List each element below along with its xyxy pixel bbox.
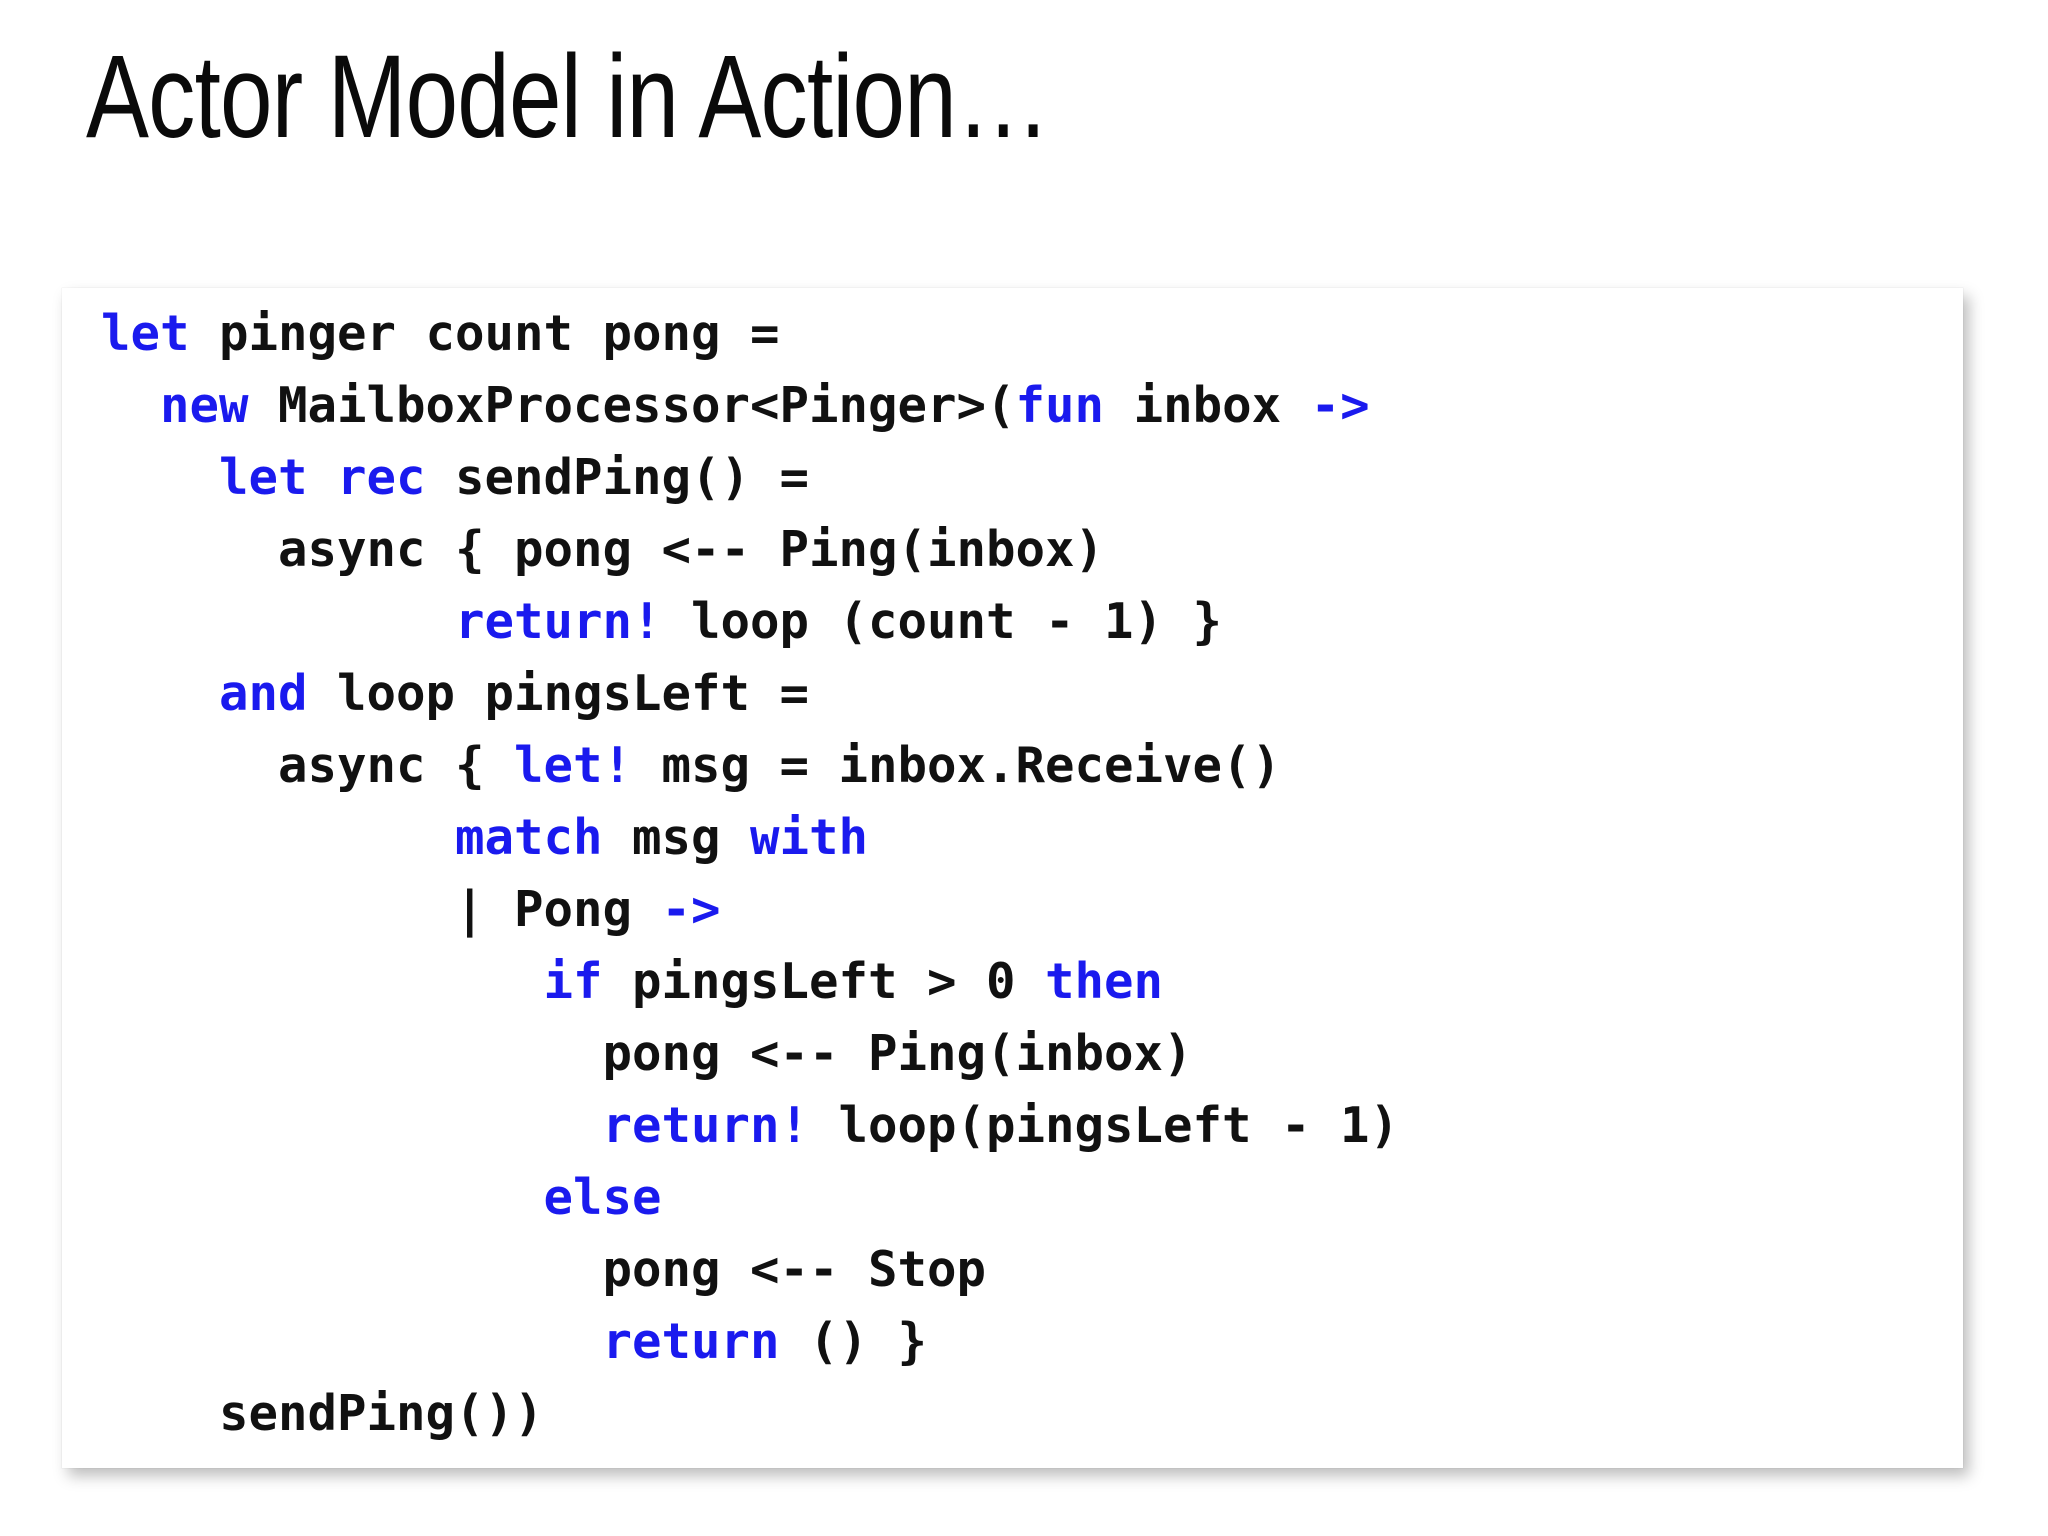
code-text: msg = inbox.Receive() <box>632 737 1282 794</box>
code-text: pong <-- Stop <box>101 1241 987 1298</box>
code-keyword: -> <box>661 881 721 938</box>
code-text: () } <box>779 1313 928 1370</box>
code-text <box>101 593 455 650</box>
code-keyword: let <box>101 305 190 362</box>
code-text <box>101 665 219 722</box>
code-line: if pingsLeft > 0 then <box>101 946 1963 1018</box>
code-text <box>101 449 219 506</box>
code-line: new MailboxProcessor<Pinger>(fun inbox -… <box>101 370 1963 442</box>
code-text: async { pong <-- Ping(inbox) <box>101 521 1105 578</box>
code-text <box>101 1313 603 1370</box>
code-keyword: return! <box>602 1097 810 1154</box>
code-line: return () } <box>101 1306 1963 1378</box>
code-line: async { let! msg = inbox.Receive() <box>101 730 1963 802</box>
code-line: pong <-- Stop <box>101 1234 1963 1306</box>
code-keyword: else <box>543 1169 662 1226</box>
code-keyword: match <box>455 809 603 866</box>
code-text: async { <box>101 737 515 794</box>
code-text: loop pingsLeft = <box>307 665 810 722</box>
code-text: pingsLeft > 0 <box>602 953 1046 1010</box>
code-text: MailboxProcessor<Pinger>( <box>248 377 1016 434</box>
code-keyword: let rec <box>219 449 426 506</box>
code-keyword: and <box>219 665 308 722</box>
code-keyword: let! <box>514 737 633 794</box>
code-text: loop (count - 1) } <box>661 593 1223 650</box>
code-text: pinger count pong = <box>189 305 780 362</box>
code-text: loop(pingsLeft - 1) <box>809 1097 1400 1154</box>
code-text <box>101 377 160 434</box>
code-text: sendPing() = <box>425 449 810 506</box>
code-line: and loop pingsLeft = <box>101 658 1963 730</box>
code-block: let pinger count pong = new MailboxProce… <box>101 298 1963 1468</box>
code-keyword: new <box>160 377 249 434</box>
code-keyword: -> <box>1310 377 1370 434</box>
code-keyword: then <box>1045 953 1164 1010</box>
code-text: sendPing()) <box>101 1385 544 1442</box>
code-card: let pinger count pong = new MailboxProce… <box>62 288 1963 1468</box>
code-line: return! loop(pingsLeft - 1) <box>101 1090 1963 1162</box>
code-keyword: return <box>602 1313 780 1370</box>
code-keyword: return! <box>455 593 662 650</box>
code-text: | Pong <box>101 881 662 938</box>
code-line: else <box>101 1162 1963 1234</box>
code-line: async { pong <-- Ping(inbox) <box>101 514 1963 586</box>
code-text <box>101 1169 544 1226</box>
code-text: inbox <box>1104 377 1311 434</box>
code-line: return! loop (count - 1) } <box>101 586 1963 658</box>
code-line: let pinger count pong = <box>101 298 1963 370</box>
code-keyword: with <box>750 809 869 866</box>
code-text <box>101 809 455 866</box>
code-line: | Pong -> <box>101 874 1963 946</box>
code-line: let rec sendPing() = <box>101 442 1963 514</box>
code-text <box>101 953 544 1010</box>
code-text: pong <-- Ping(inbox) <box>101 1025 1193 1082</box>
code-keyword: if <box>543 953 603 1010</box>
code-line: pong <-- Ping(inbox) <box>101 1018 1963 1090</box>
code-text <box>101 1097 603 1154</box>
code-keyword: fun <box>1015 377 1105 434</box>
code-line: sendPing()) <box>101 1378 1963 1450</box>
code-line: match msg with <box>101 802 1963 874</box>
page-title: Actor Model in Action… <box>86 31 1050 163</box>
code-text: msg <box>602 809 751 866</box>
